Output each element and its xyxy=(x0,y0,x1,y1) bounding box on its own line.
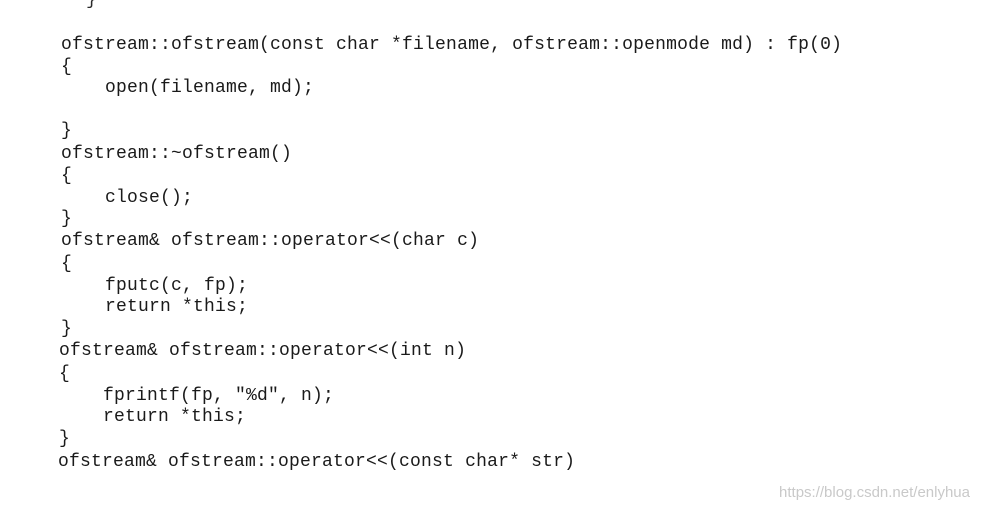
code-line: return *this; xyxy=(61,297,249,317)
code-line: { xyxy=(59,364,71,384)
watermark-text: https://blog.csdn.net/enlyhua xyxy=(779,484,970,501)
code-line: return *this; xyxy=(59,407,247,427)
code-line: ofstream::ofstream(const char *filename,… xyxy=(61,35,843,55)
code-line: ofstream& ofstream::operator<<(const cha… xyxy=(58,452,576,472)
code-line: ofstream::~ofstream() xyxy=(61,144,293,164)
code-line: } xyxy=(59,429,71,449)
code-line: open(filename, md); xyxy=(61,78,315,98)
code-line: fputc(c, fp); xyxy=(61,276,249,296)
code-line: } xyxy=(61,319,73,339)
top-fragment: } xyxy=(86,0,97,10)
code-line: { xyxy=(61,254,73,274)
code-line: ofstream& ofstream::operator<<(char c) xyxy=(61,231,480,251)
code-line: fprintf(fp, "%d", n); xyxy=(59,386,335,406)
code-line: { xyxy=(61,57,73,77)
code-line: { xyxy=(61,166,73,186)
code-line: } xyxy=(61,121,73,141)
code-line: ofstream& ofstream::operator<<(int n) xyxy=(59,341,467,361)
code-line: } xyxy=(61,209,73,229)
code-line: close(); xyxy=(61,188,194,208)
